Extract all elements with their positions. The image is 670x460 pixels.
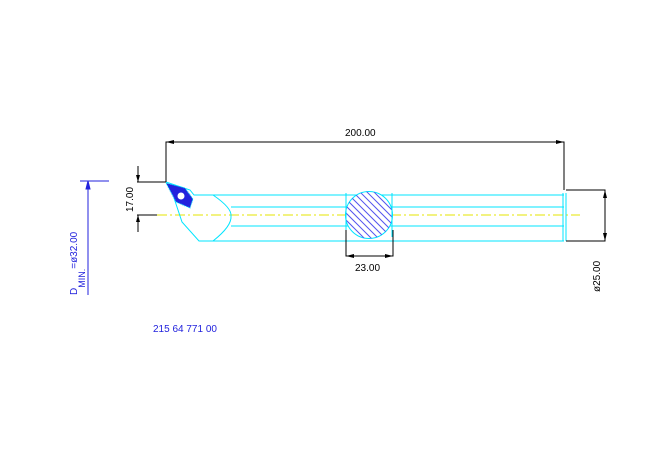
dim-head-height: 17.00	[125, 187, 136, 212]
insert	[165, 182, 194, 209]
dim-overall-length: 200.00	[345, 128, 376, 139]
part-number: 215 64 771 00	[153, 324, 217, 335]
dimension-arrows	[136, 140, 607, 258]
min-bore-dimension	[80, 180, 109, 295]
dim-shank-diameter: ø25.00	[592, 260, 603, 292]
cross-section	[345, 191, 393, 239]
min-bore-label: DMIN.=ø32.00	[69, 231, 87, 295]
dim-shank-width: 23.00	[355, 263, 380, 274]
